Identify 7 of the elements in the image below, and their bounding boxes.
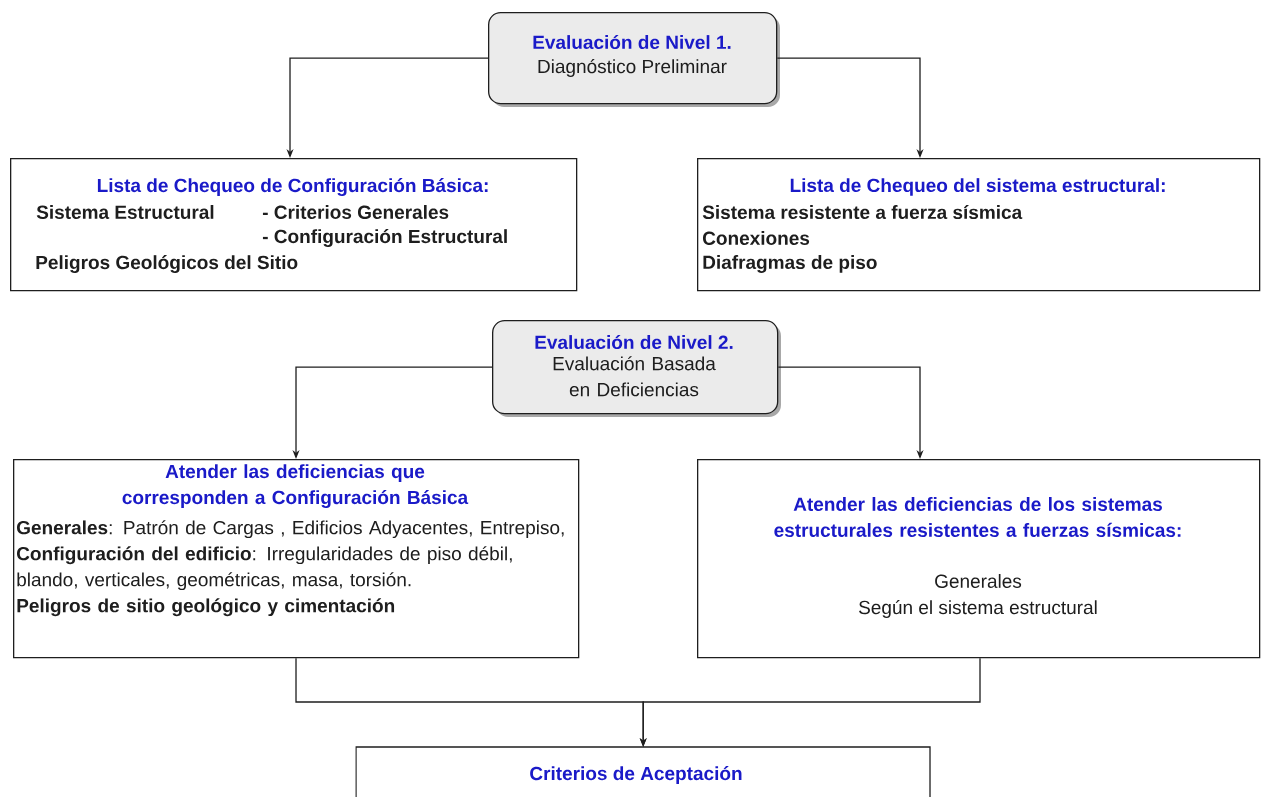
process-box: Criterios de Aceptación xyxy=(355,746,931,797)
process-box: Atender las deficiencias que corresponden a Configuración Básica Generales: Patrón de Cargas , Edificios Adyacentes, Entrepiso, Configuración del edificio: Irregularidades de piso débil, blando, verticales, geométricas, masa, torsión. Peligros de sitio geológico y cimentación xyxy=(13,459,580,659)
process-box: Evaluación de Nivel 2. Evaluación Basada en Deficiencias xyxy=(492,320,781,417)
process-box: Evaluación de Nivel 1. Diagnóstico Preliminar xyxy=(488,12,780,107)
checklist-box: Lista de Chequeo del sistema estructural: Sistema resistente a fuerza sísmica Conexiones Diafragmas de piso xyxy=(697,158,1261,292)
checklist-box: Lista de Chequeo de Configuración Básica: Sistema Estructural - Criterios Generales - Configuración Estructural Peligros Geológicos del Sitio xyxy=(10,158,578,292)
process-box: Atender las deficiencias de los sistemas estructurales resistentes a fuerzas sísmicas: Generales Según el sistema estructural xyxy=(697,459,1261,659)
